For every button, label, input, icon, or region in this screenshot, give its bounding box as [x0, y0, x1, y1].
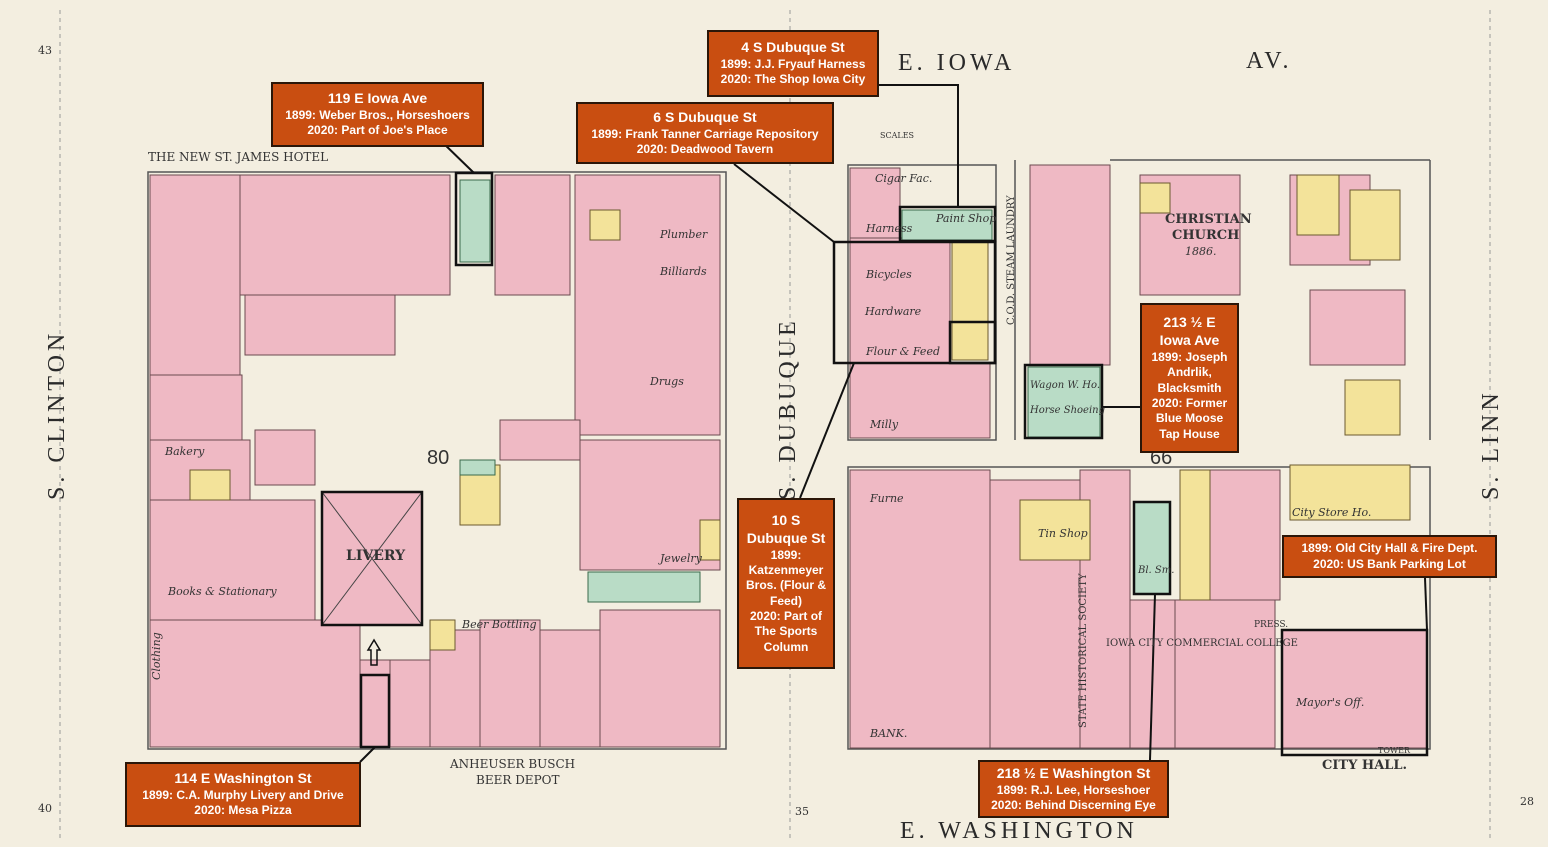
label-hardware: Hardware — [865, 305, 922, 318]
arrow-icon — [366, 638, 382, 666]
callout-address: 6 S Dubuque St — [653, 108, 757, 125]
callout-1899: 1899: Frank Tanner Carriage Repository — [591, 126, 819, 141]
label-beer-bottling: Beer Bottling — [462, 618, 537, 631]
callout-2020: 2020: Former Blue Moose Tap House — [1151, 395, 1228, 441]
callout-2020: 2020: The Shop Iowa City — [720, 72, 866, 87]
label-milly: Milly — [870, 418, 899, 431]
callout-119-e-iowa: 119 E Iowa Ave 1899: Weber Bros., Horses… — [271, 82, 484, 147]
street-linn: S. LINN — [1478, 389, 1504, 500]
street-clinton: S. CLINTON — [44, 329, 70, 500]
label-church-year: 1886. — [1185, 245, 1217, 258]
label-drugs: Drugs — [650, 375, 684, 388]
street-iowa-av: AV. — [1246, 48, 1293, 74]
callout-address: 4 S Dubuque St — [741, 39, 845, 56]
callout-2020: 2020: Part of Joe's Place — [307, 123, 448, 138]
street-washington: E. WASHINGTON — [900, 818, 1138, 844]
label-press: PRESS. — [1254, 620, 1289, 630]
block-outlines — [147, 159, 1431, 750]
label-flour-feed: Flour & Feed — [866, 345, 940, 358]
livery-building — [321, 491, 423, 626]
label-books: Books & Stationary — [168, 585, 277, 598]
label-billiards: Billiards — [660, 265, 707, 278]
callout-213-e-iowa: 213 ½ E Iowa Ave 1899: Joseph Andrlik, B… — [1140, 303, 1239, 453]
callout-1899: 1899: Katzenmeyer Bros. (Flour & Feed) — [746, 547, 826, 608]
label-city-store: City Store Ho. — [1292, 506, 1372, 519]
callout-1899: 1899: Old City Hall & Fire Dept. — [1301, 541, 1478, 556]
label-college: IOWA CITY COMMERCIAL COLLEGE — [1106, 638, 1298, 649]
label-bl-sm: Bl. Sm. — [1138, 565, 1175, 576]
label-bicycles: Bicycles — [866, 268, 912, 281]
callout-old-city-hall: 1899: Old City Hall & Fire Dept. 2020: U… — [1282, 535, 1497, 578]
label-church: CHRISTIAN — [1165, 212, 1252, 227]
label-tin-shop: Tin Shop — [1038, 527, 1088, 540]
label-mayors-off: Mayor's Off. — [1296, 696, 1365, 709]
label-block-80: 80 — [427, 447, 450, 469]
callout-address: 10 S Dubuque St — [746, 511, 826, 546]
callout-1899: 1899: C.A. Murphy Livery and Drive — [142, 788, 344, 803]
callout-1899: 1899: Weber Bros., Horseshoers — [285, 108, 470, 123]
label-church-2: CHURCH — [1172, 228, 1240, 243]
label-city-hall: CITY HALL. — [1322, 758, 1408, 773]
callout-114-e-washington: 114 E Washington St 1899: C.A. Murphy Li… — [125, 762, 361, 827]
corner-number-se: 28 — [1520, 795, 1534, 808]
callout-2020: 2020: Behind Discerning Eye — [991, 797, 1156, 812]
label-harness: Harness — [866, 222, 913, 235]
corner-number-s: 35 — [795, 805, 809, 818]
callout-218-e-washington: 218 ½ E Washington St 1899: R.J. Lee, Ho… — [978, 760, 1169, 818]
west-block-stone — [459, 179, 701, 603]
southeast-block-frame — [1019, 469, 1211, 601]
callout-2020: 2020: Part of The Sports Column — [749, 609, 823, 654]
label-cigar: Cigar Fac. — [875, 172, 933, 185]
label-paint-shop: Paint Shop — [936, 212, 997, 225]
callout-6-s-dubuque: 6 S Dubuque St 1899: Frank Tanner Carria… — [576, 102, 834, 164]
label-bank: BANK. — [870, 727, 908, 740]
callout-2020: 2020: Mesa Pizza — [194, 803, 292, 818]
corner-number-sw: 40 — [38, 802, 52, 815]
callout-10-s-dubuque: 10 S Dubuque St 1899: Katzenmeyer Bros. … — [737, 498, 835, 669]
callout-1899: 1899: Joseph Andrlik, Blacksmith — [1151, 349, 1228, 395]
label-wagon: Wagon W. Ho. — [1030, 380, 1101, 391]
callout-1899: 1899: J.J. Fryauf Harness — [720, 57, 866, 72]
middle-block-frame — [951, 174, 1411, 521]
callout-2020: 2020: US Bank Parking Lot — [1313, 556, 1466, 571]
callout-leaders — [359, 84, 1428, 763]
west-block-buildings — [149, 174, 721, 748]
corner-number-nw: 43 — [38, 44, 52, 57]
label-hotel: THE NEW ST. JAMES HOTEL — [148, 150, 329, 164]
callout-address: 119 E Iowa Ave — [327, 90, 428, 107]
label-plumber: Plumber — [660, 228, 708, 241]
callout-address: 213 ½ E Iowa Ave — [1159, 314, 1220, 348]
label-bakery: Bakery — [165, 445, 205, 458]
label-historical: STATE HISTORICAL SOCIETY — [1078, 573, 1089, 728]
label-anheuser: ANHEUSER BUSCH — [450, 757, 576, 771]
street-iowa: E. IOWA — [898, 50, 1016, 76]
callout-address: 218 ½ E Washington St — [996, 764, 1151, 781]
label-tower: TOWER — [1378, 746, 1410, 755]
callout-2020: 2020: Deadwood Tavern — [636, 141, 774, 156]
middle-block-stone — [901, 209, 1171, 746]
callout-address: 114 E Washington St — [174, 770, 312, 787]
label-furniture: Furne — [870, 492, 904, 505]
label-scales: SCALES — [880, 131, 915, 140]
callout-1899: 1899: R.J. Lee, Horseshoer — [996, 782, 1151, 797]
highlight-boxes — [320, 171, 1429, 757]
street-dubuque: S. DUBUQUE — [775, 317, 801, 500]
label-clothing: Clothing — [150, 632, 163, 680]
label-beer-depot: BEER DEPOT — [476, 773, 560, 787]
label-jewelry: Jewelry — [660, 552, 702, 565]
callout-4-s-dubuque: 4 S Dubuque St 1899: J.J. Fryauf Harness… — [707, 30, 879, 97]
label-laundry: C.O.D. STEAM LAUNDRY — [1006, 195, 1017, 325]
label-livery: LIVERY — [346, 548, 406, 564]
label-horse-shoeing: Horse Shoeing — [1030, 405, 1106, 416]
